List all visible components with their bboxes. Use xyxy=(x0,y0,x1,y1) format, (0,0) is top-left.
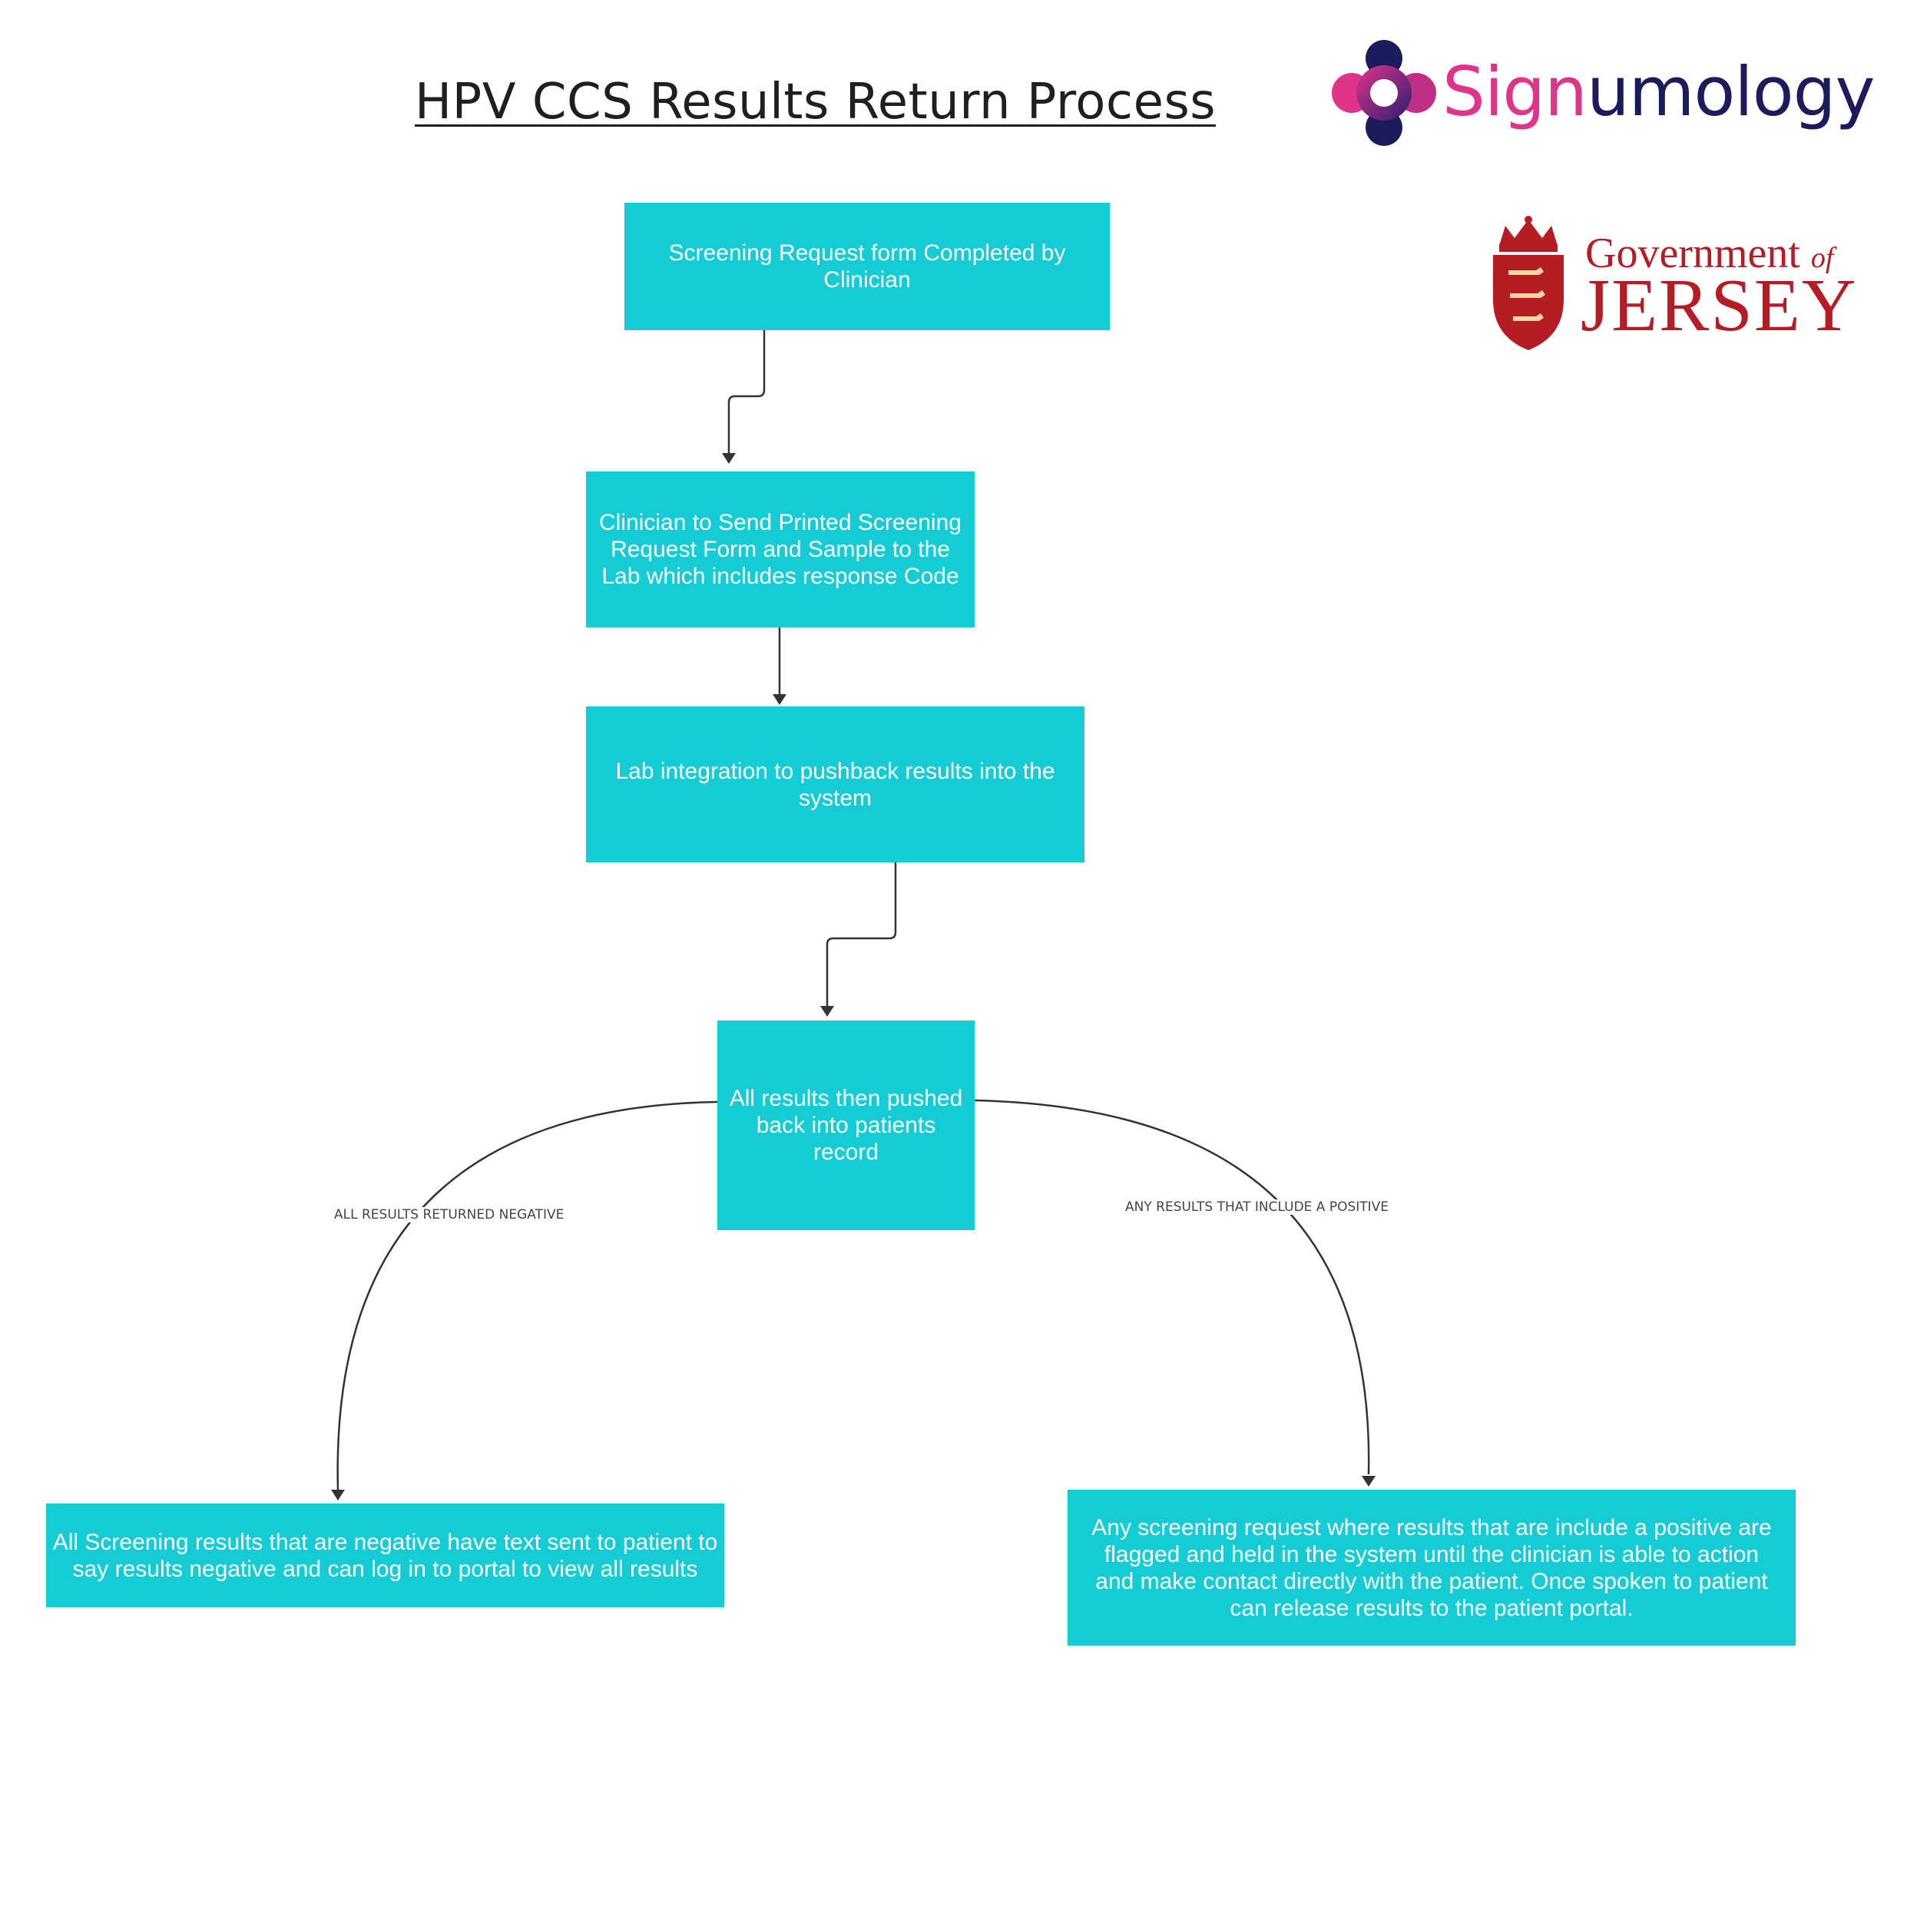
edge-box1-box2 xyxy=(727,330,766,455)
jersey-crest-icon xyxy=(1493,216,1564,350)
arrowhead-box1-box2 xyxy=(722,453,736,464)
signumology-logo-mark-icon xyxy=(1332,40,1436,146)
node-text: Lab integration to pushback results into… xyxy=(615,758,1055,811)
node-screening-request-form: Screening Request form Completed by Clin… xyxy=(624,203,1110,330)
node-positive-results: Any screening request where results that… xyxy=(1068,1490,1796,1646)
node-negative-results: All Screening results that are negative … xyxy=(46,1504,724,1607)
node-lab-integration: Lab integration to pushback results into… xyxy=(586,706,1084,862)
arrowhead-box4-box5 xyxy=(331,1490,345,1500)
edge-label-positive: ANY RESULTS THAT INCLUDE A POSITIVE xyxy=(1124,1199,1391,1215)
government-of-jersey-logo: Government of JERSEY xyxy=(1482,215,1856,353)
edge-box4-box6 xyxy=(974,1099,1370,1475)
node-results-pushed-back: All results then pushed back into patien… xyxy=(717,1021,975,1230)
node-send-printed-form: Clinician to Send Printed Screening Requ… xyxy=(586,471,975,627)
signumology-logo: Signumology xyxy=(1330,35,1876,151)
node-text: All results then pushed back into patien… xyxy=(729,1086,963,1165)
edge-label-negative: ALL RESULTS RETURNED NEGATIVE xyxy=(333,1207,566,1222)
node-text: Clinician to Send Printed Screening Requ… xyxy=(599,510,962,589)
edge-box4-box5 xyxy=(336,1100,718,1490)
edge-box3-box4 xyxy=(826,862,897,1007)
signumology-wordmark: Signumology xyxy=(1442,52,1876,131)
arrowhead-box2-box3 xyxy=(773,694,786,705)
node-text: All Screening results that are negative … xyxy=(52,1529,718,1582)
government-of-jersey-line2: JERSEY xyxy=(1581,264,1858,347)
node-text: Screening Request form Completed by Clin… xyxy=(668,240,1066,293)
government-of-jersey-line1: Government of xyxy=(1585,230,1834,277)
arrowhead-box3-box4 xyxy=(820,1006,834,1017)
page-title: HPV CCS Results Return Process xyxy=(415,74,1217,131)
arrowhead-box4-box6 xyxy=(1362,1476,1376,1487)
node-text: Any screening request where results that… xyxy=(1091,1514,1772,1621)
